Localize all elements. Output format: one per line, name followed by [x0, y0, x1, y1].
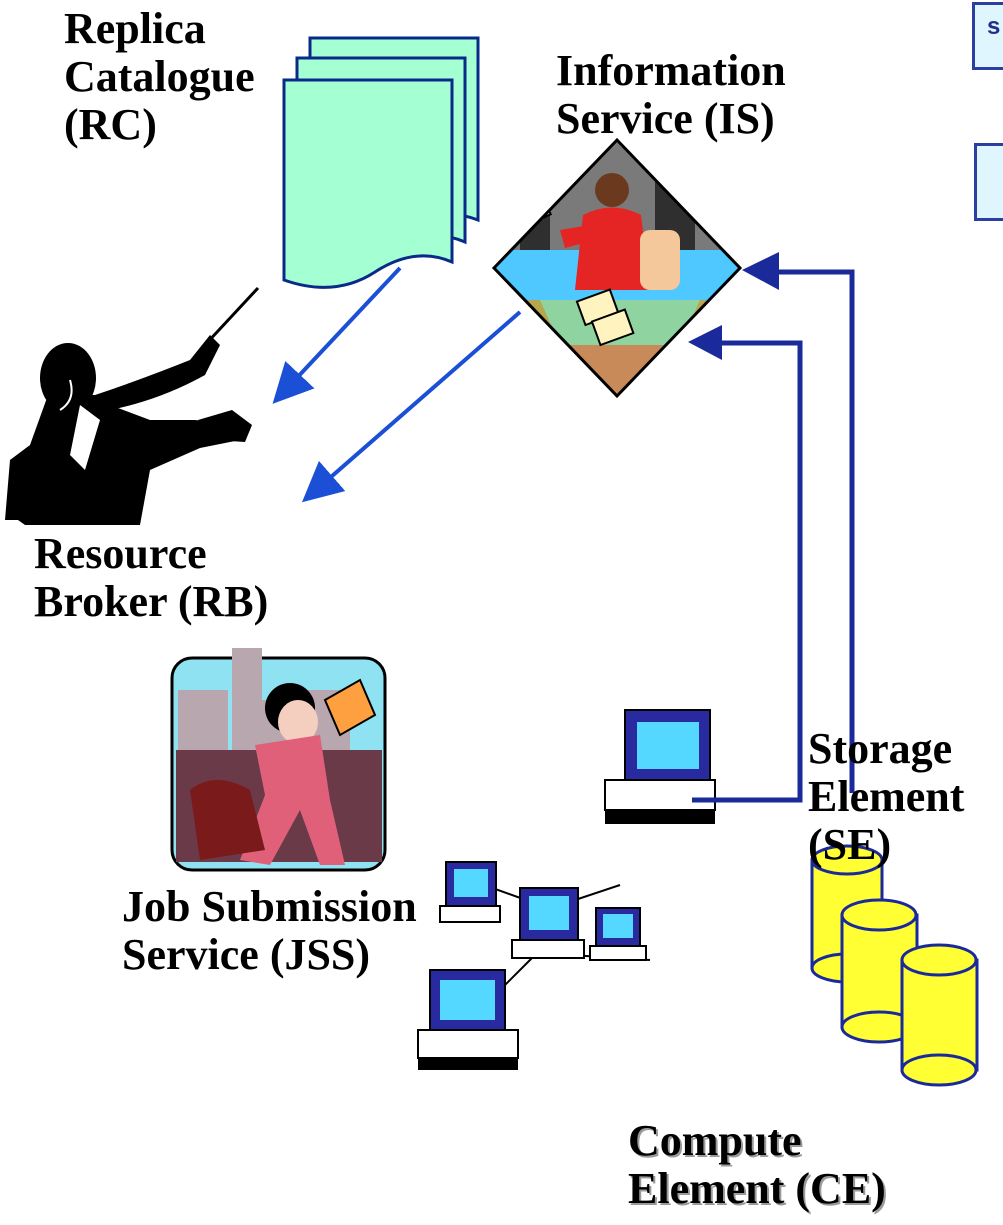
computer-icon — [439, 861, 501, 923]
flow-arrows-to-rb — [272, 266, 522, 503]
label-line: Catalogue — [64, 52, 255, 101]
label-line: Job Submission — [122, 882, 417, 931]
label-compute-element: Compute Element (CE) — [628, 1117, 886, 1213]
label-line: (SE) — [808, 820, 892, 869]
top-right-box-secondary — [974, 143, 1003, 221]
label-line: Replica — [64, 4, 206, 53]
top-right-box-text: s — [987, 13, 1001, 40]
resource-broker-conductor-icon — [5, 286, 260, 525]
label-information-service: Information Service (IS) — [556, 47, 786, 143]
storage-element-databases-icon — [810, 844, 979, 1087]
information-service-icon — [491, 137, 743, 399]
label-line: Broker (RB) — [34, 577, 269, 626]
job-submission-service-icon — [170, 648, 387, 872]
arrowhead-se — [742, 252, 779, 290]
label-line: Element (CE) — [628, 1164, 886, 1213]
label-line: Service (JSS) — [122, 930, 371, 979]
label-line: Service (IS) — [556, 94, 775, 143]
label-line: Resource — [34, 529, 207, 578]
computer-icon — [604, 709, 716, 824]
computer-icon — [589, 907, 647, 961]
replica-catalogue-documents-icon — [282, 36, 480, 289]
label-line: Storage — [808, 724, 953, 773]
arrowhead-ce — [688, 325, 722, 360]
label-replica-catalogue: Replica Catalogue (RC) — [64, 5, 255, 149]
computer-icon — [417, 969, 519, 1070]
label-line: Compute — [628, 1116, 802, 1165]
label-job-submission-service: Job Submission Service (JSS) — [122, 883, 417, 979]
label-storage-element: Storage Element (SE) — [808, 725, 964, 869]
flow-lines-to-is — [692, 269, 855, 803]
label-line: (RC) — [64, 100, 157, 149]
label-line: Element — [808, 772, 965, 821]
label-line: Information — [556, 46, 786, 95]
top-right-box: s — [972, 2, 1003, 70]
label-resource-broker: Resource Broker (RB) — [34, 530, 268, 626]
compute-element-network-icon — [417, 709, 716, 1070]
computer-icon — [511, 887, 585, 959]
